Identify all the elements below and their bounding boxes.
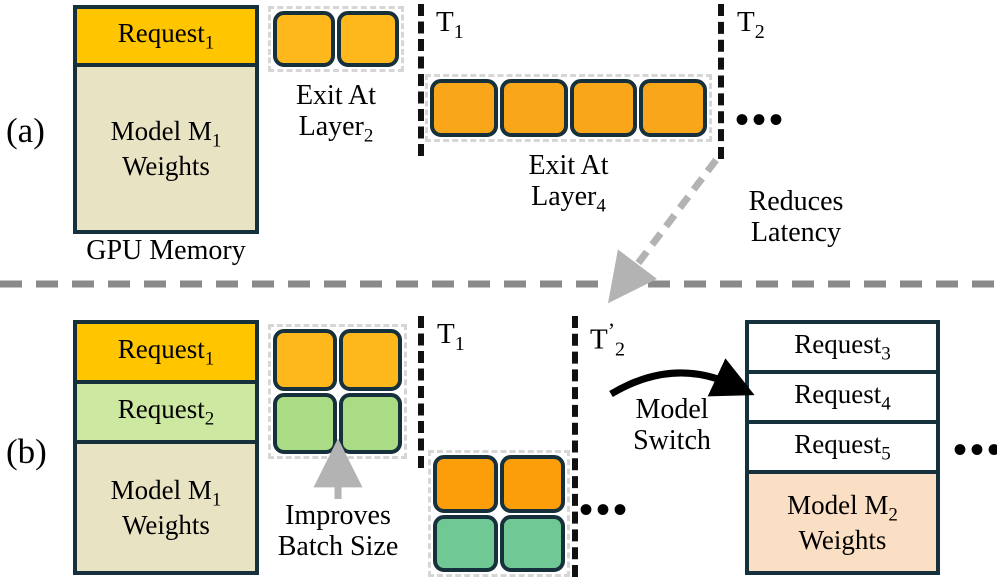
ellipsis-a: ••• [735, 97, 787, 142]
gpu-memory-box-a: Request1 Model M1 Weights [73, 5, 259, 234]
caption-subscript: 4 [596, 195, 606, 217]
batch-exit-layer2-caption: Exit At Layer2 [268, 80, 404, 147]
annotation-line1: Improves [285, 500, 391, 531]
token-chip [273, 11, 335, 67]
timeline-t2-a [718, 4, 724, 159]
timeline-label-prime: ’ [607, 318, 616, 343]
annotation-line2: Batch Size [277, 531, 399, 563]
gpu-memory-box-b: Request1 Request2 Model M1 Weights [73, 320, 259, 575]
segment-subscript: 3 [881, 343, 891, 365]
timeline-label-subscript: 1 [454, 332, 465, 355]
token-chip [569, 79, 638, 137]
memory-segment-request-1: Request1 [77, 324, 255, 384]
model-switch-arrow [609, 358, 755, 398]
reduces-latency-annotation: Reduces Latency [706, 186, 886, 249]
panel-b-label: (b) [6, 432, 47, 471]
panel-a-label: (a) [6, 111, 45, 150]
token-chip [430, 79, 498, 137]
segment-label-line2: Weights [122, 151, 210, 182]
batch-exit-layer4-group [425, 74, 712, 142]
caption-line2: Layer [298, 111, 364, 143]
segment-label: Request [794, 329, 882, 360]
memory-segment-request-1: Request1 [77, 9, 255, 67]
timeline-label-text: T [590, 323, 608, 356]
caption-subscript: 2 [363, 125, 374, 147]
segment-label: Request [794, 379, 882, 410]
token-chip [337, 11, 399, 67]
token-chip [433, 514, 498, 572]
caption-line1: Exit At [528, 150, 609, 181]
timeline-label-text: T [737, 6, 755, 38]
segment-subscript: 1 [204, 32, 215, 54]
memory-segment-model-m1-weights: Model M1 Weights [77, 444, 255, 571]
memory-segment-request-3: Request3 [749, 324, 936, 374]
model-switch-annotation: Model Switch [607, 394, 737, 457]
token-chip [639, 79, 707, 137]
annotation-line1: Model [635, 394, 709, 425]
improves-batch-size-annotation: Improves Batch Size [262, 500, 414, 563]
batch-t1-group-b [268, 324, 407, 459]
segment-label: Request [117, 334, 205, 365]
segment-label-line2: Weights [798, 525, 887, 556]
token-chip [433, 455, 498, 513]
ellipsis-b-trailing: ••• [953, 427, 997, 472]
timeline-t2-prime-b [572, 316, 578, 577]
timeline-t2-prime-label-b: T’2 [590, 318, 626, 361]
segment-label-line1: Model M [110, 474, 212, 505]
gpu-memory-caption-a: GPU Memory [86, 235, 246, 266]
timeline-label-subscript: 2 [754, 20, 765, 43]
batch-exit-layer2-group [268, 6, 404, 72]
timeline-t1-label-a: T1 [436, 8, 464, 42]
timeline-label-subscript: 2 [615, 338, 626, 361]
token-chip [273, 392, 337, 454]
timeline-t1-b [418, 316, 424, 468]
batch-exit-layer4-caption: Exit At Layer4 [425, 150, 712, 217]
segment-subscript: 2 [204, 408, 215, 430]
token-chip [500, 514, 565, 572]
timeline-label-text: T [436, 6, 454, 38]
segment-label: Request [117, 18, 205, 49]
segment-subscript: 1 [211, 488, 222, 510]
token-chip [500, 455, 565, 513]
segment-label: Request [794, 429, 882, 460]
batch-t2-group-b [428, 450, 570, 577]
timeline-label-text: T [437, 318, 455, 350]
segment-subscript: 1 [204, 348, 215, 370]
memory-segment-model-m1-weights: Model M1 Weights [77, 67, 255, 230]
caption-line2: Layer [531, 181, 597, 213]
segment-subscript: 4 [881, 393, 891, 415]
token-chip [338, 392, 402, 454]
timeline-t2-label-a: T2 [737, 8, 765, 42]
segment-label: Request [117, 394, 205, 425]
ellipsis-b-mid: ••• [579, 487, 631, 532]
timeline-t1-a [418, 4, 424, 156]
memory-segment-model-m2-weights: Model M2 Weights [749, 474, 936, 571]
token-chip [338, 329, 402, 391]
segment-subscript: 5 [881, 443, 891, 465]
memory-segment-request-4: Request4 [749, 374, 936, 424]
segment-label-line1: Model M [110, 115, 212, 146]
timeline-t1-label-b: T1 [437, 320, 465, 354]
annotation-line2: Switch [633, 425, 711, 457]
annotation-line2: Latency [750, 217, 842, 249]
segment-subscript: 1 [211, 129, 222, 151]
timeline-label-subscript: 1 [453, 20, 464, 43]
token-chip [273, 329, 337, 391]
annotation-line1: Reduces [748, 186, 844, 217]
memory-segment-request-2: Request2 [77, 384, 255, 444]
gpu-memory-box-next-b: Request3 Request4 Request5 Model M2 Weig… [745, 320, 940, 575]
segment-label-line1: Model M [787, 489, 889, 520]
token-chip [499, 79, 568, 137]
segment-label-line2: Weights [122, 510, 210, 541]
caption-line1: Exit At [295, 80, 377, 111]
memory-segment-request-5: Request5 [749, 424, 936, 474]
segment-subscript: 2 [888, 503, 898, 525]
